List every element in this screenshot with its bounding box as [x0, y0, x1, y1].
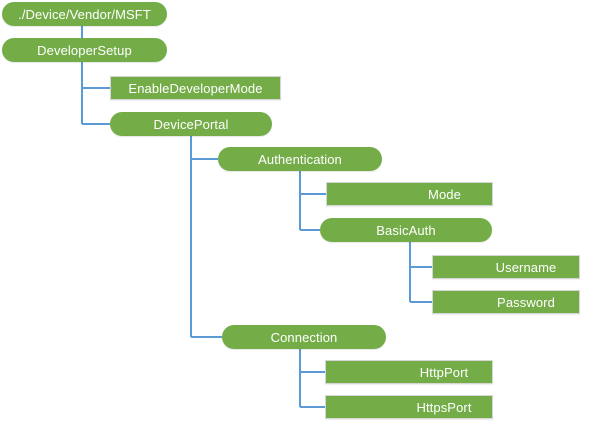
node-username[interactable]: Username [432, 255, 580, 279]
node-httpport[interactable]: HttpPort [325, 360, 493, 384]
node-basicauth[interactable]: BasicAuth [320, 218, 492, 242]
node-deviceportal[interactable]: DevicePortal [110, 112, 272, 136]
node-password[interactable]: Password [432, 290, 580, 314]
node-username-label: Username [495, 259, 557, 275]
node-authentication-label: Authentication [258, 151, 342, 167]
node-mode[interactable]: Mode [326, 182, 493, 206]
node-deviceportal-label: DevicePortal [153, 116, 229, 132]
node-authentication[interactable]: Authentication [218, 147, 382, 171]
node-developersetup-label: DeveloperSetup [37, 42, 132, 58]
node-httpport-label: HttpPort [419, 364, 469, 380]
node-basicauth-label: BasicAuth [376, 222, 436, 238]
node-httpsport[interactable]: HttpsPort [325, 395, 493, 419]
node-password-label: Password [497, 294, 555, 310]
node-httpsport-label: HttpsPort [416, 399, 472, 415]
node-connection[interactable]: Connection [222, 325, 386, 349]
node-root[interactable]: ./Device/Vendor/MSFT [2, 2, 167, 26]
node-developersetup[interactable]: DeveloperSetup [2, 38, 167, 62]
node-root-label: ./Device/Vendor/MSFT [18, 6, 151, 22]
node-mode-label: Mode [428, 186, 461, 202]
node-enabledevelopermode[interactable]: EnableDeveloperMode [110, 76, 281, 100]
node-enabledevelopermode-label: EnableDeveloperMode [128, 80, 263, 96]
node-connection-label: Connection [270, 329, 338, 345]
